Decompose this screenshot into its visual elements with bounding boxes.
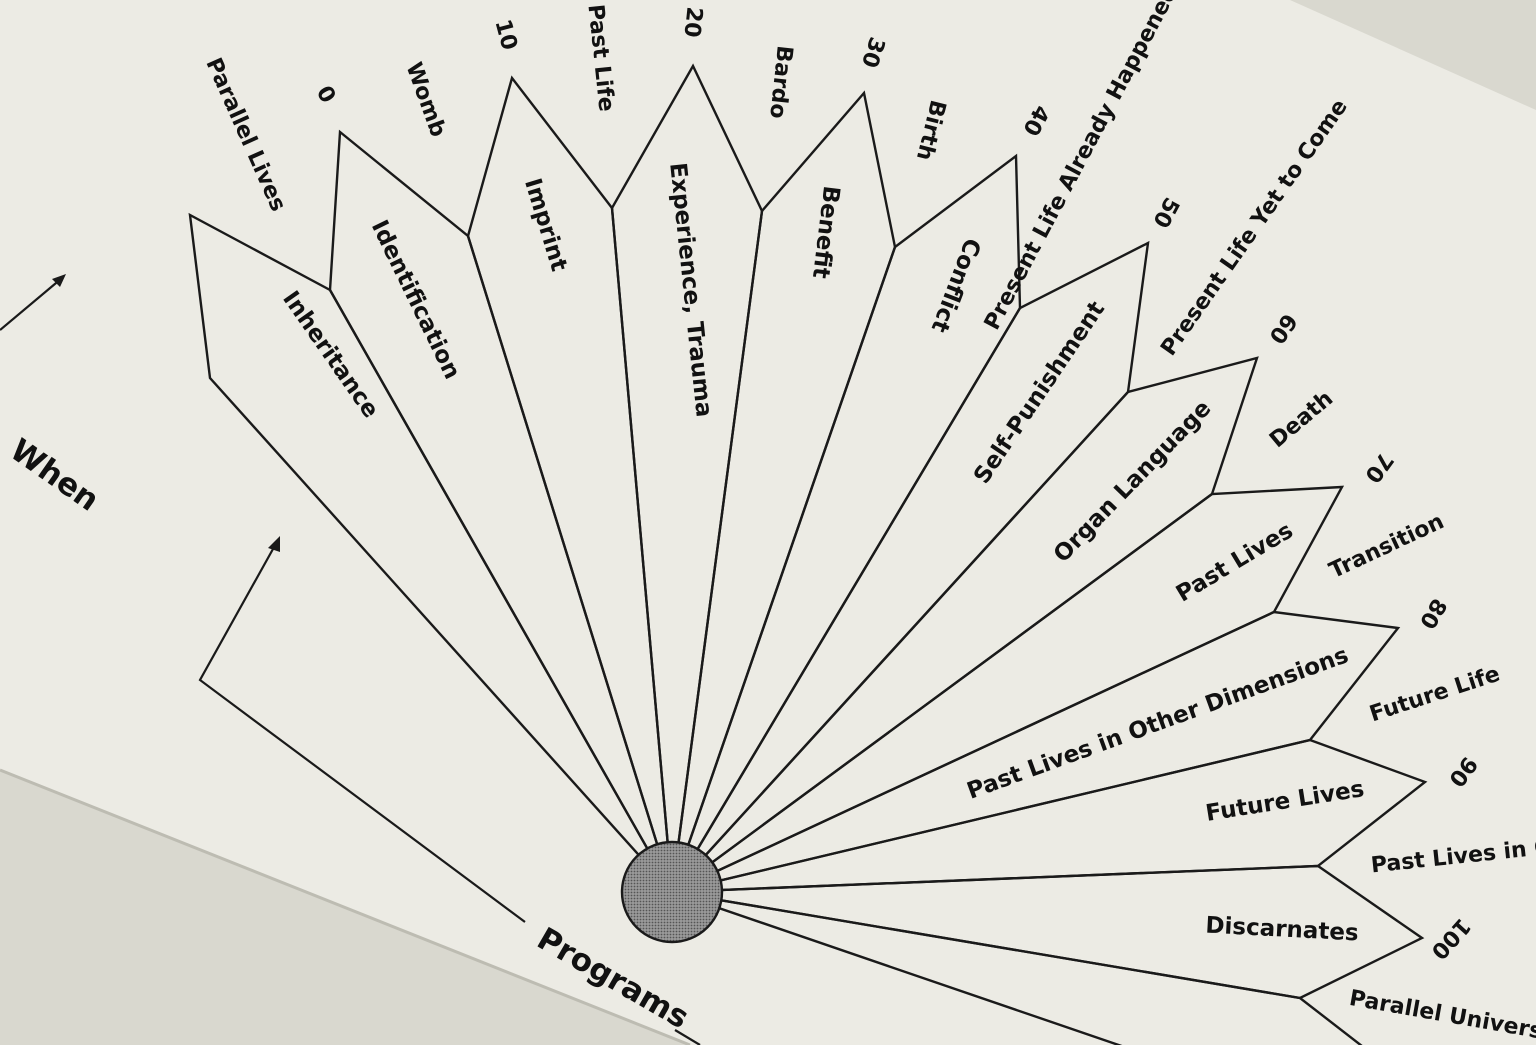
center-hub [620, 840, 724, 944]
blade-group [188, 63, 1428, 1045]
when-arrow-upper [0, 277, 63, 331]
outer-label-5: 20 [678, 6, 706, 39]
when-arrow-lower [198, 539, 526, 923]
programs-tail [674, 1029, 701, 1045]
blade-12 [671, 890, 1363, 1045]
when-arrowhead-upper [52, 274, 66, 287]
page-edge [0, 768, 691, 1045]
when-arrowhead-lower [268, 536, 280, 552]
